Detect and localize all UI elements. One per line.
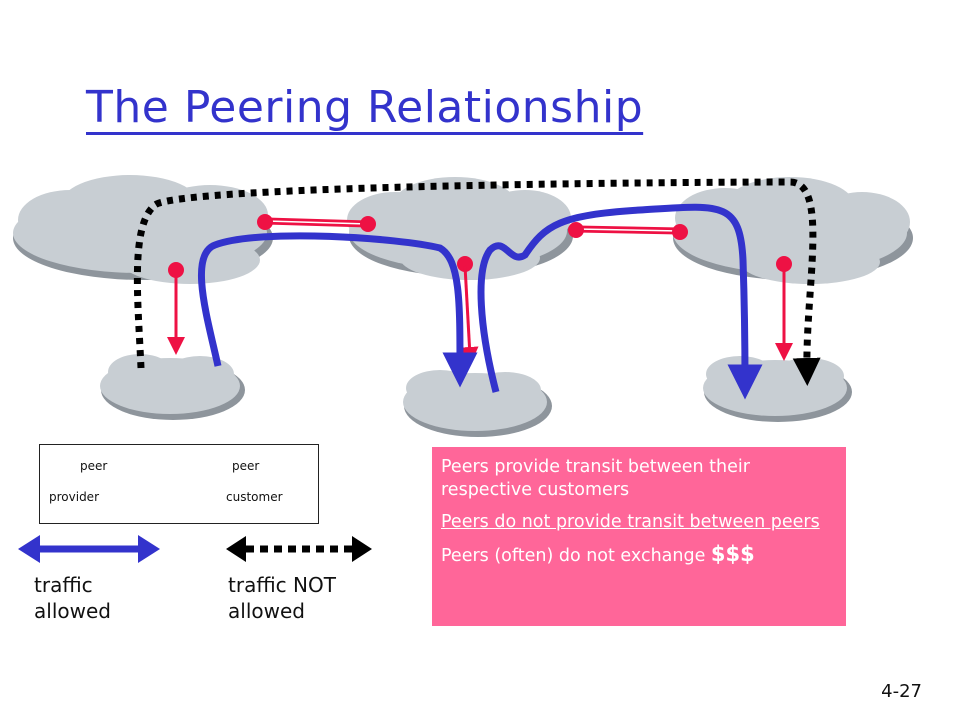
note-money-prefix: Peers (often) do not exchange xyxy=(441,546,711,566)
note-money-symbol: $$$ xyxy=(710,542,755,566)
provider-customer-link-left xyxy=(167,262,185,355)
traffic-not-allowed-line2: allowed xyxy=(228,599,305,623)
note-no-exchange-money: Peers (often) do not exchange $$$ xyxy=(441,543,838,568)
traffic-allowed-line2: allowed xyxy=(34,599,111,623)
slide-title: The Peering Relationship xyxy=(86,82,644,133)
customer-cloud-left xyxy=(100,354,245,420)
legend-provider-label: provider xyxy=(49,490,99,504)
provider-cloud-right xyxy=(673,177,913,284)
legend-peer-right-label: peer xyxy=(232,459,260,473)
traffic-allowed-arrow xyxy=(18,535,160,563)
provider-customer-link-middle xyxy=(457,256,479,365)
traffic-not-allowed-label: traffic NOT allowed xyxy=(228,572,398,624)
customer-cloud-right xyxy=(703,356,852,422)
traffic-not-allowed-path xyxy=(133,178,821,386)
legend-peer-left-label: peer xyxy=(80,459,108,473)
legend-customer-label: customer xyxy=(226,490,283,504)
legend-box xyxy=(39,444,319,524)
page-number: 4-27 xyxy=(881,681,922,702)
note-transit-customers: Peers provide transit between their resp… xyxy=(441,457,750,500)
traffic-allowed-label: traffic allowed xyxy=(34,572,204,624)
customer-cloud-middle xyxy=(403,370,552,437)
notes-box: Peers provide transit between their resp… xyxy=(432,447,846,626)
traffic-not-allowed-arrow xyxy=(226,536,372,562)
note-no-transit-peers: Peers do not provide transit between pee… xyxy=(441,512,820,532)
provider-cloud-middle xyxy=(347,177,573,280)
provider-cloud-left xyxy=(13,175,273,284)
peer-link-middle-right xyxy=(568,222,688,240)
traffic-allowed-line1: traffic xyxy=(34,573,93,597)
traffic-allowed-path-left xyxy=(198,232,478,388)
peer-link-left-middle xyxy=(257,214,376,232)
traffic-allowed-path-right xyxy=(477,203,763,400)
provider-customer-link-right xyxy=(775,256,793,361)
traffic-not-allowed-line1: traffic NOT xyxy=(228,573,336,597)
